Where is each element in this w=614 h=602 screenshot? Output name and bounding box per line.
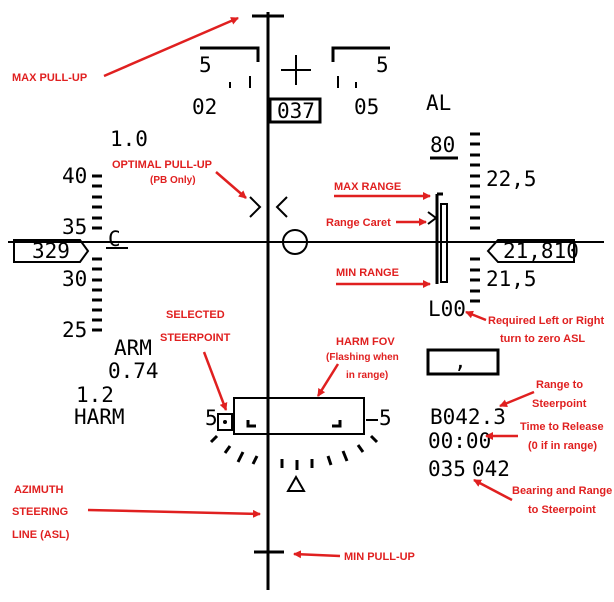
annotation-time-release-2: (0 if in range): [528, 440, 597, 452]
speed-c-label: C: [108, 227, 121, 251]
arm-label: ARM: [114, 336, 152, 360]
speed-tick-25: 25: [62, 318, 87, 342]
svg-text:,: ,: [454, 349, 467, 373]
arrow-required-turn: [465, 310, 487, 322]
annotation-range-caret: Range Caret: [326, 217, 391, 229]
altitude-scale: [470, 132, 480, 303]
boresight-cross: [281, 55, 311, 85]
range-value: 042: [472, 457, 510, 481]
heading-box-value: 037: [277, 99, 315, 123]
arrow-bearing-range: [473, 478, 513, 502]
annotation-min-range: MIN RANGE: [336, 267, 399, 279]
flight-path-marker: [282, 229, 308, 255]
arrow-min-pullup: [293, 550, 341, 559]
bearing-value: 035: [428, 457, 466, 481]
annotation-asl-1: AZIMUTH: [14, 484, 64, 496]
weapon-label: HARM: [74, 405, 125, 429]
annotation-optimal-pullup: OPTIMAL PULL-UP: [112, 159, 212, 171]
heading-tape-ticks: [229, 76, 357, 88]
altitude-box: [486, 239, 575, 263]
annotation-min-pullup: MIN PULL-UP: [344, 551, 415, 563]
time-to-release: 00:00: [428, 429, 491, 453]
azimuth-pointer: [286, 474, 306, 492]
max-g-value: 1.2: [76, 383, 114, 407]
range-to-steerpoint: B042.3: [430, 405, 506, 429]
annotation-optimal-pullup-sub: (PB Only): [150, 175, 196, 186]
arrow-optimal-pullup: [215, 171, 247, 199]
fov-left-label: 5: [205, 406, 218, 430]
altitude-box-value: 21,810: [503, 239, 579, 263]
optimal-pullup-cue: [249, 196, 288, 218]
alt-tick-lower: 21,5: [486, 267, 537, 291]
speed-scale: [92, 174, 128, 332]
heading-left: 02: [192, 95, 217, 119]
arrow-selected-steer: [202, 351, 228, 411]
mach-value: 0.74: [108, 359, 159, 383]
pitch-left-label: 5: [199, 53, 212, 77]
azimuth-steering-line: [252, 12, 284, 590]
annotation-bearing-range-1: Bearing and Range: [512, 485, 612, 497]
annotation-range-to-steer-1: Range to: [536, 379, 583, 391]
annotation-harm-fov-2: (Flashing when: [326, 352, 399, 363]
annotation-harm-fov-1: HARM FOV: [336, 336, 395, 348]
pitch-ladder-left: [200, 46, 260, 62]
altitude-setting: 80: [430, 133, 455, 157]
azimuth-scale: [209, 434, 379, 470]
annotation-selected-steer-2: STEERPOINT: [160, 332, 231, 344]
annotation-selected-steer-1: SELECTED: [166, 309, 225, 321]
annotation-required-turn-1: Required Left or Right: [488, 315, 604, 327]
alt-tick-upper: 22,5: [486, 167, 537, 191]
arrow-max-pullup: [103, 16, 239, 78]
speed-box: [13, 239, 90, 263]
annotation-max-pullup: MAX PULL-UP: [12, 72, 87, 84]
speed-tick-35: 35: [62, 215, 87, 239]
annotation-bearing-range-2: to Steerpoint: [528, 504, 596, 516]
loo-indicator: L00: [428, 297, 466, 321]
annotation-asl-3: LINE (ASL): [12, 529, 70, 541]
heading-right: 05: [354, 95, 379, 119]
annotation-harm-fov-3: in range): [346, 370, 388, 381]
annotation-time-release-1: Time to Release: [520, 421, 604, 433]
annotation-range-to-steer-2: Steerpoint: [532, 398, 587, 410]
steerpoint-info-box: ,: [426, 348, 500, 376]
range-scale: [427, 192, 448, 284]
arrow-asl: [87, 508, 261, 518]
speed-box-value: 329: [32, 239, 70, 263]
annotation-asl-2: STEERING: [12, 506, 68, 518]
arrow-harm-fov: [316, 363, 340, 397]
g-load: 1.0: [110, 127, 148, 151]
heading-box: [268, 97, 322, 124]
harm-fov-box: [217, 397, 378, 435]
fov-right-label: 5: [379, 406, 392, 430]
mode-label: AL: [426, 91, 451, 115]
speed-tick-40: 40: [62, 164, 87, 188]
annotation-max-range: MAX RANGE: [334, 181, 401, 193]
speed-tick-30: 30: [62, 267, 87, 291]
annotation-required-turn-2: turn to zero ASL: [500, 333, 585, 345]
arrow-range-to-steer: [499, 390, 535, 408]
pitch-right-label: 5: [376, 53, 389, 77]
pitch-ladder-right: [331, 46, 390, 62]
